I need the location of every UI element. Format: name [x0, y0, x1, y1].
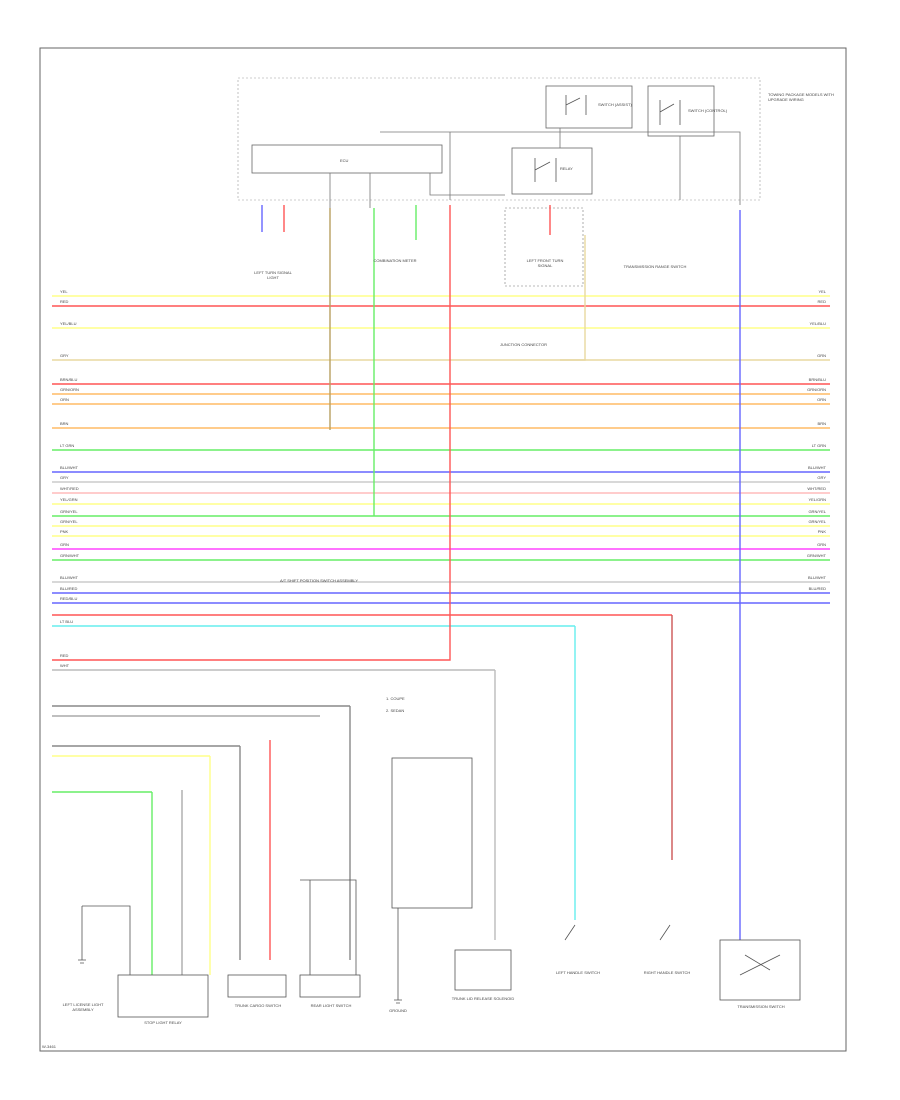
harness-left-label: PNK — [60, 529, 69, 534]
harness-left-label: GRN/YEL — [60, 509, 78, 514]
harness-left-label: GRN/WHT — [60, 553, 80, 558]
harness-right-label: BLU/RED — [808, 586, 826, 591]
switch-top-right-box — [647, 85, 715, 137]
bottom-component-1: LEFT LICENSE LIGHT ASSEMBLY — [62, 1002, 104, 1012]
harness-right-label: BRN — [817, 421, 826, 426]
harness-right-label: GRN — [817, 542, 826, 547]
circuit-wire — [52, 791, 153, 975]
bottom-component-6: TRUNK LID RELEASE SOLENOID — [451, 996, 515, 1001]
vertical-wires — [52, 205, 741, 975]
ecu-box — [251, 144, 443, 174]
upper-component-4: TRANSMISSION RANGE SWITCH — [623, 264, 687, 269]
harness-left-label: RED — [60, 653, 69, 658]
upper-component-2: COMBINATION METER — [373, 258, 417, 263]
switch-top-right-label: SWITCH (CONTROL) — [688, 108, 728, 113]
switch-top-left-label: SWITCH (ASSIST) — [598, 102, 632, 107]
harness-right-label: GRN/WHT — [806, 553, 826, 558]
harness-right-label: PNK — [817, 529, 826, 534]
harness-right-label: BLU/WHT — [808, 465, 826, 470]
harness-right-label: ORN — [817, 397, 826, 402]
harness-left-label: BLU/WHT — [60, 575, 78, 580]
bottom-component-4: REAR LIGHT SWITCH — [310, 1003, 352, 1008]
harness-left-label: YEL — [60, 289, 68, 294]
legend-coupe: 1. COUPE — [386, 696, 405, 701]
harness-left-label: YEL/GRN — [60, 497, 78, 502]
upper-component-1: LEFT TURN SIGNAL LIGHT — [254, 270, 292, 280]
harness-right-label: YEL/GRN — [808, 497, 826, 502]
harness-left-label: YEL/BLU — [60, 321, 77, 326]
harness-right-label: YEL/BLU — [809, 321, 826, 326]
harness-left-label: ORN — [60, 397, 69, 402]
bottom-component-7: LEFT HANDLE SWITCH — [556, 970, 600, 975]
harness-left-label: GRN — [60, 542, 69, 547]
circuit-wire — [52, 205, 451, 661]
circuit-wire — [52, 705, 351, 960]
harness-right-label: GRN/ORN — [807, 387, 826, 392]
harness-left-label: RED — [60, 299, 69, 304]
bottom-component-5: GROUND — [389, 1008, 407, 1013]
relay-upper-label: RELAY — [560, 166, 573, 171]
bottom-component-8: RIGHT HANDLE SWITCH — [643, 970, 691, 975]
upper-connectors — [504, 207, 584, 287]
junction-label: JUNCTION CONNECTOR — [500, 342, 548, 347]
diagram-frame — [39, 47, 847, 1052]
harness-right-label: GRN/YEL — [808, 509, 826, 514]
harness-right-label: WHT/RED — [807, 486, 826, 491]
harness-left-label: RED/BLU — [60, 596, 78, 601]
harness-right-label: GRY — [817, 475, 826, 480]
circuit-wire — [52, 669, 496, 940]
harness-note: A/T SHIFT POSITION SWITCH ASSEMBLY — [280, 578, 359, 583]
harness-right-label: YEL — [818, 289, 826, 294]
harness-left-label: BLU/RED — [60, 586, 78, 591]
ecu-label: ECU — [340, 158, 349, 163]
harness-left-label: GRY — [60, 475, 69, 480]
harness-left-label: BRN/BLU — [60, 377, 78, 382]
harness-left-label: BRN — [60, 421, 69, 426]
bottom-component-3: TRUNK CARGO SWITCH — [234, 1003, 282, 1008]
harness-left-label: BLU/WHT — [60, 465, 78, 470]
switch-symbols — [534, 95, 681, 182]
upper-component-3: LEFT FRONT TURN SIGNAL — [526, 258, 564, 268]
bottom-components — [78, 757, 801, 1018]
harness-left-label: GRY — [60, 353, 69, 358]
switch-top-left-box — [545, 85, 633, 129]
harness-right-label: RED — [817, 299, 826, 304]
circuit-wire — [560, 235, 586, 361]
harness-left-label: WHT/RED — [60, 486, 79, 491]
right-note: TOWING PACKAGE MODELS WITH UPGRADE WIRIN… — [768, 92, 834, 102]
circuit-wire — [52, 755, 211, 975]
harness-right-label: GRN — [817, 353, 826, 358]
figure-id: W-3461 — [42, 1044, 56, 1049]
circuit-wire — [52, 745, 241, 960]
harness-right-label: LT GRN — [811, 443, 826, 448]
legend-sedan: 2. SEDAN — [386, 708, 405, 713]
harness-right-label: BLU/WHT — [808, 575, 826, 580]
harness-right-label: BRN/BLU — [808, 377, 826, 382]
ecu-enclosure — [237, 77, 761, 201]
harness-left-label: LT BLU — [60, 619, 74, 624]
bottom-component-9: TRANSMISSION SWITCH — [737, 1004, 785, 1009]
harness-left-label: WHT — [60, 663, 70, 668]
harness-bus — [52, 295, 830, 627]
harness-left-label: GRN/ORN — [60, 387, 79, 392]
harness-left-label: LT GRN — [60, 443, 75, 448]
harness-right-label: GRN/YEL — [808, 519, 826, 524]
harness-left-label: GRN/YEL — [60, 519, 78, 524]
bottom-component-2: STOP LIGHT RELAY — [144, 1020, 182, 1025]
relay-upper-box — [511, 147, 593, 195]
